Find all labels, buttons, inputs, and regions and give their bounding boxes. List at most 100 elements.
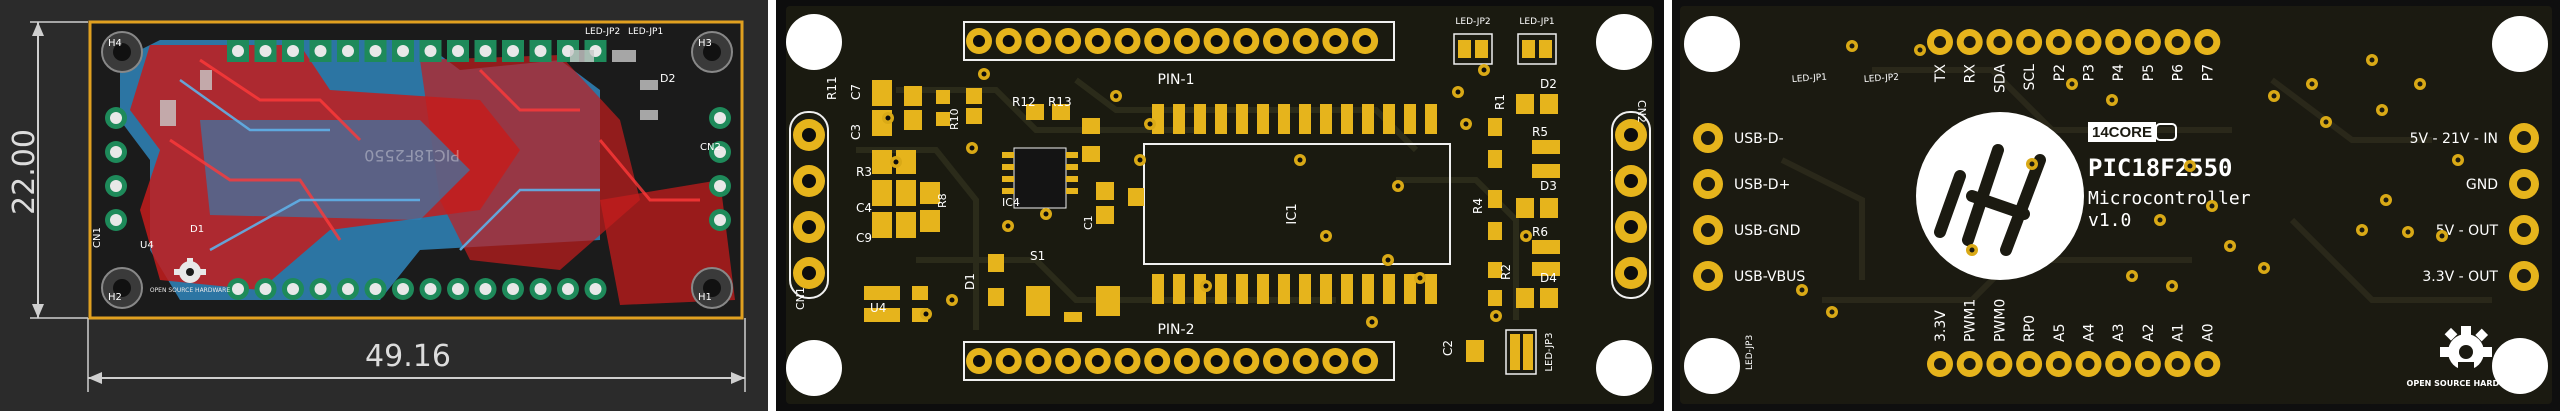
- power-pin-label: 5V - OUT: [2436, 223, 2499, 239]
- ic-pin: [1299, 104, 1311, 134]
- ic-pin: [1152, 104, 1164, 134]
- top-pin-label: SDA: [1992, 64, 2008, 93]
- top-pin-label: P3: [2082, 64, 2098, 81]
- mounting-hole-top-left: [101, 31, 143, 73]
- mounting-hole-br: [1596, 340, 1652, 396]
- label-c4: C4: [856, 201, 872, 215]
- label-h4: H4: [108, 38, 122, 49]
- label-r5: R5: [1532, 125, 1548, 139]
- label-r11: R11: [825, 76, 839, 100]
- board-bottom: [1680, 6, 2552, 404]
- mounting-hole-tl: [1684, 16, 1740, 72]
- ic-pin: [1404, 274, 1416, 304]
- ic-pin: [1152, 274, 1164, 304]
- pcb-layout-view: 22.00 49.16: [0, 0, 768, 411]
- bottom-render-canvas: 14CORE PIC18F2550 Microcontroller v1.0 T…: [1680, 6, 2552, 404]
- label-c1: C1: [1082, 215, 1095, 230]
- label-h3: H3: [698, 38, 712, 49]
- brand-badge: [2088, 122, 2156, 142]
- ic1-pins: [1152, 104, 1437, 304]
- ic-pin: [1320, 274, 1332, 304]
- height-dimension-text: 22.00: [7, 129, 42, 215]
- ic-pin: [1173, 274, 1185, 304]
- pin2-header-outline: [963, 341, 1395, 381]
- label-led-jp2: LED-JP2: [585, 27, 620, 37]
- pin1-label: PIN-1: [1157, 72, 1194, 88]
- label-r4: R4: [1471, 198, 1485, 214]
- mounting-hole-tr: [2492, 16, 2548, 72]
- oshw-logo-text: OPEN SOURCE HARDWARE: [2407, 379, 2526, 388]
- power-pin-label: GND: [2466, 177, 2498, 193]
- top-pin-label: P4: [2111, 64, 2127, 81]
- label-led-jp2: LED-JP2: [1864, 73, 1900, 85]
- label-h2: H2: [108, 292, 122, 303]
- usb-pin-label: USB-D+: [1734, 177, 1790, 193]
- ic-pin: [1236, 274, 1248, 304]
- bottom-pin-label: A5: [2052, 324, 2068, 342]
- label-chip-mirrored: PIC18F2550: [364, 146, 460, 165]
- pin1-header-outline: [963, 21, 1395, 61]
- top-pin-label: SCL: [2022, 64, 2038, 91]
- open-source-hardware-icon: [174, 258, 206, 283]
- label-u4: U4: [140, 240, 154, 251]
- label-c9: C9: [856, 231, 872, 245]
- ic-pin: [1194, 104, 1206, 134]
- pcb-top-render: PIN-1 PIN-2 IC1 LED-JP2 LED-JP1 LED-JP3: [776, 0, 1664, 411]
- top-pin-label: P6: [2171, 64, 2187, 81]
- top-pin-label: P2: [2052, 64, 2068, 81]
- bottom-pin-label: PWM0: [1992, 299, 2008, 342]
- ic-pin: [1362, 104, 1374, 134]
- label-cn2: CN2: [1635, 100, 1648, 123]
- bottom-pin-label: A0: [2200, 324, 2216, 342]
- label-led-jp1: LED-JP1: [1519, 17, 1554, 27]
- cn2-pads: [1615, 119, 1647, 289]
- pin2-pads: [966, 348, 1379, 374]
- label-r1: R1: [1493, 94, 1507, 110]
- label-cn1: CN1: [794, 287, 807, 310]
- ic-pin: [1383, 274, 1395, 304]
- ic-pin: [1299, 274, 1311, 304]
- ic-pin: [1257, 274, 1269, 304]
- top-pin-label: P7: [2200, 64, 2216, 81]
- label-d4: D4: [1540, 271, 1557, 285]
- ic-pin: [1341, 274, 1353, 304]
- label-s1: S1: [1030, 249, 1045, 263]
- usb-pin-label: USB-D-: [1734, 131, 1784, 147]
- label-r13: R13: [1048, 95, 1072, 109]
- ic-pin: [1257, 104, 1269, 134]
- label-d2: D2: [1540, 77, 1557, 91]
- label-r3: R3: [856, 165, 872, 179]
- top-pin-label: RX: [1963, 64, 1979, 84]
- power-pin-label: 3.3V - OUT: [2422, 269, 2498, 285]
- label-led-jp2: LED-JP2: [1455, 17, 1490, 27]
- label-u4: U4: [870, 301, 886, 315]
- ic-pin: [1362, 274, 1374, 304]
- label-d1: D1: [963, 273, 977, 290]
- cn2-outline: [1611, 111, 1651, 299]
- bottom-pin-label: A2: [2141, 324, 2157, 342]
- bottom-pin-label: A4: [2082, 323, 2098, 342]
- 14core-logo-icon: [1916, 112, 2084, 280]
- label-r12: R12: [1012, 95, 1036, 109]
- width-dimension-text: 49.16: [365, 339, 451, 374]
- cn1-pads: [793, 119, 825, 289]
- chip-name: PIC18F2550: [2088, 154, 2233, 182]
- label-led-jp3: LED-JP3: [1544, 332, 1555, 371]
- pin1-pads: [966, 28, 1379, 54]
- ic-pin: [1278, 104, 1290, 134]
- power-pin-column: 5V - 21V - IN GND 5V - OUT 3.3V - OUT: [2410, 123, 2539, 291]
- power-pin-label: 5V - 21V - IN: [2410, 131, 2498, 147]
- left-connector-pads: [105, 107, 127, 231]
- label-c2: C2: [1441, 340, 1455, 356]
- oshw-logo-text: OPEN SOURCE HARDWARE: [150, 287, 230, 294]
- mounting-hole-tl: [786, 14, 842, 70]
- right-connector-pads: [709, 107, 731, 231]
- label-r10: R10: [948, 108, 961, 130]
- bottom-pin-label: PWM1: [1963, 299, 1979, 342]
- bottom-pin-label: A3: [2111, 324, 2127, 342]
- ic-pin: [1215, 274, 1227, 304]
- label-led-jp1: LED-JP1: [628, 27, 663, 37]
- ic-pin: [1404, 104, 1416, 134]
